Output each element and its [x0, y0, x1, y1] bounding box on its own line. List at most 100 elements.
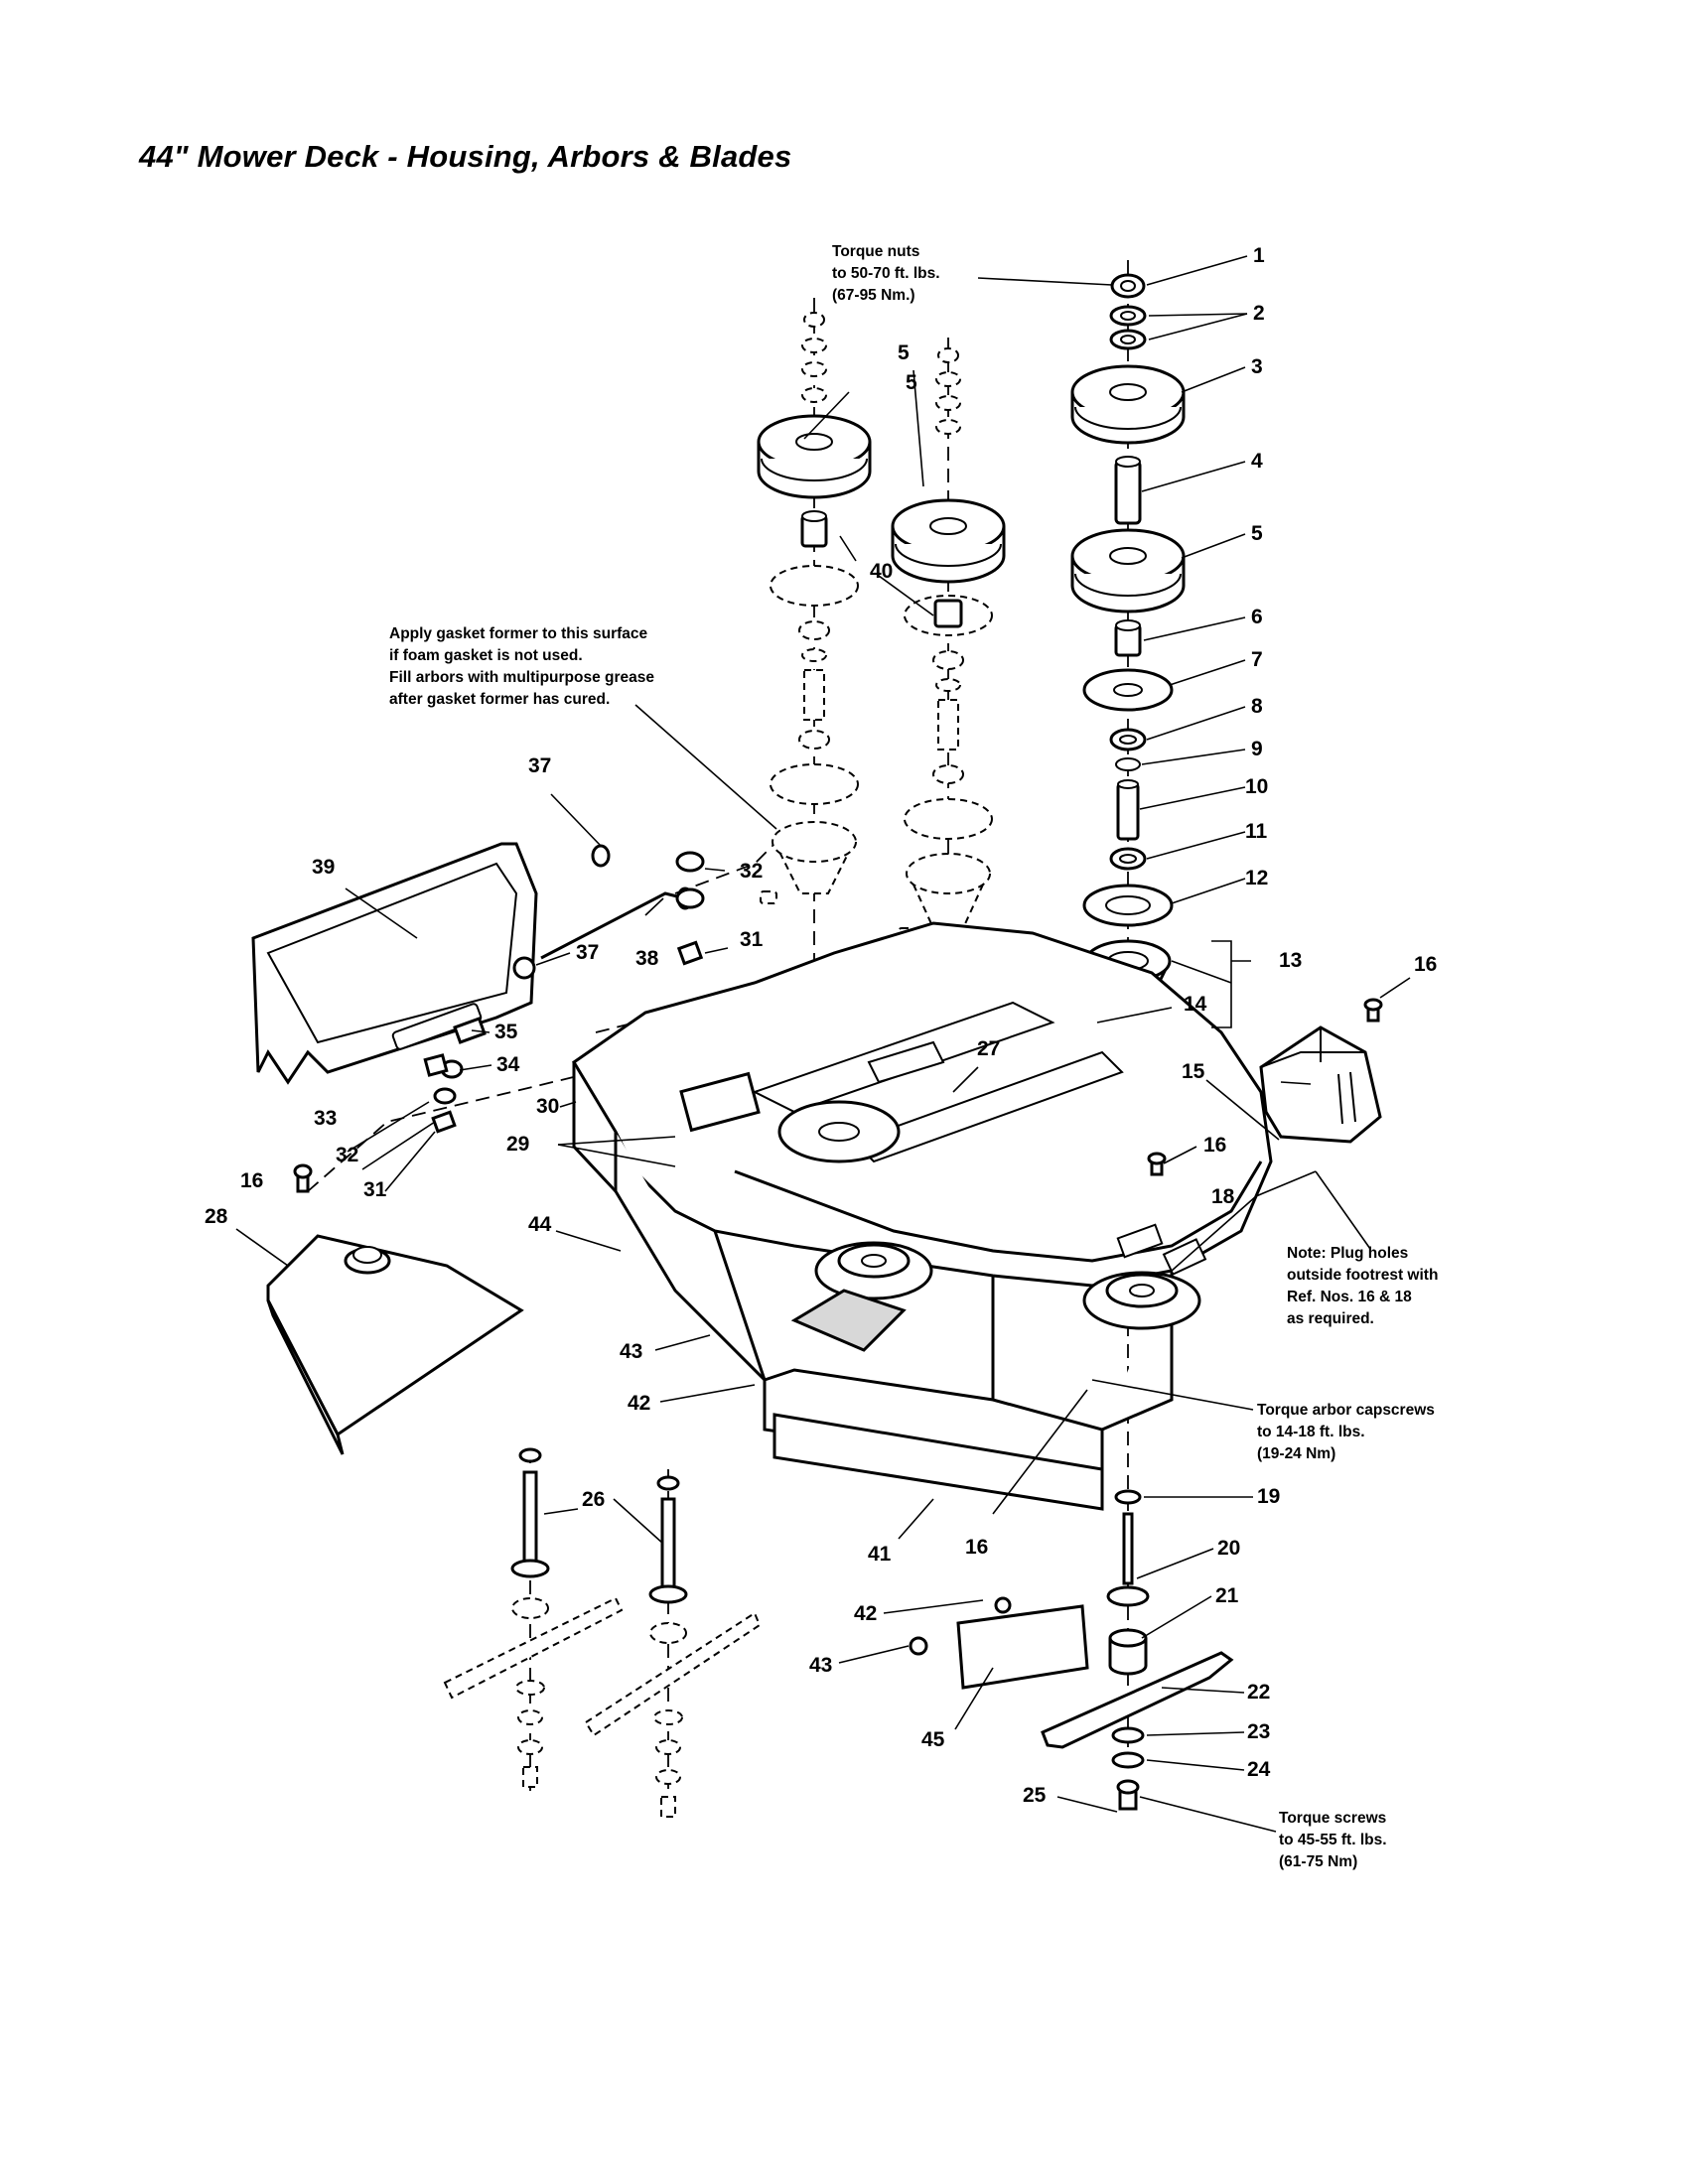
callout-5: 5 [1251, 522, 1263, 545]
gasket [1082, 884, 1174, 927]
pulley-center [891, 498, 1006, 584]
svg-text:Apply gasket former to this su: Apply gasket former to this surface [389, 625, 648, 642]
callout-37: 37 [576, 941, 599, 964]
note-torque-arbor: Torque arbor capscrews to 14-18 ft. lbs.… [1257, 1402, 1435, 1462]
mower-deck-housing [571, 921, 1273, 1481]
callout-27: 27 [977, 1037, 1000, 1060]
callout-44: 44 [528, 1213, 552, 1236]
belt-cover [251, 842, 538, 1085]
callout-12: 12 [1245, 867, 1268, 889]
callout-16: 16 [240, 1169, 263, 1192]
callout-9: 9 [1251, 738, 1263, 760]
spacer [1114, 456, 1142, 525]
callout-5: 5 [906, 371, 917, 394]
svg-text:to 50-70 ft. lbs.: to 50-70 ft. lbs. [832, 265, 940, 282]
svg-text:(61-75 Nm): (61-75 Nm) [1279, 1853, 1357, 1870]
callout-21: 21 [1215, 1584, 1239, 1607]
callout-11: 11 [1245, 820, 1268, 843]
note-torque-screws: Torque screws to 45-55 ft. lbs. (61-75 N… [1279, 1810, 1387, 1870]
callout-13: 13 [1279, 949, 1302, 972]
svg-text:Fill arbors with multipurpose: Fill arbors with multipurpose grease [389, 669, 654, 686]
bearing-upper [1109, 728, 1147, 751]
callout-14: 14 [1184, 993, 1207, 1016]
callout-1: 1 [1253, 244, 1265, 267]
callout-7: 7 [1251, 648, 1263, 671]
washers [1109, 305, 1147, 350]
svg-text:outside footrest with: outside footrest with [1287, 1267, 1438, 1284]
svg-text:Torque arbor capscrews: Torque arbor capscrews [1257, 1402, 1435, 1419]
callout-16: 16 [1414, 953, 1437, 976]
pulley-lower [1070, 528, 1186, 614]
note-plug-holes: Note: Plug holes outside footrest with R… [1287, 1245, 1438, 1327]
callout-33: 33 [314, 1107, 337, 1130]
left-spindle-stack [757, 312, 872, 904]
callout-35: 35 [494, 1021, 518, 1043]
svg-text:if foam gasket is not used.: if foam gasket is not used. [389, 647, 583, 664]
callout-31: 31 [740, 928, 764, 951]
callout-32: 32 [740, 860, 763, 883]
hex-nut [1110, 273, 1146, 299]
callout-26: 26 [582, 1488, 605, 1511]
callout-10: 10 [1245, 775, 1268, 798]
svg-text:(19-24 Nm): (19-24 Nm) [1257, 1445, 1335, 1462]
left-shield [266, 1234, 524, 1455]
callout-38: 38 [635, 947, 659, 970]
callout-43: 43 [620, 1340, 642, 1363]
callout-42: 42 [628, 1392, 650, 1415]
callout-5: 5 [898, 341, 910, 364]
svg-text:Torque nuts: Torque nuts [832, 243, 919, 260]
hub [1114, 619, 1142, 657]
svg-text:after gasket former has cured.: after gasket former has cured. [389, 691, 610, 708]
callout-39: 39 [312, 856, 335, 879]
callout-19: 19 [1257, 1485, 1280, 1508]
callout-6: 6 [1251, 606, 1263, 628]
callout-15: 15 [1182, 1060, 1205, 1083]
callout-23: 23 [1247, 1720, 1270, 1743]
callout-34: 34 [496, 1053, 520, 1076]
housing-top [1082, 668, 1174, 712]
callout-28: 28 [205, 1205, 228, 1228]
note-gasket: Apply gasket former to this surface if f… [389, 625, 654, 708]
callout-42: 42 [854, 1602, 877, 1625]
callout-16: 16 [1203, 1134, 1226, 1157]
leader-lines [235, 255, 1411, 1833]
svg-text:Note: Plug holes: Note: Plug holes [1287, 1245, 1408, 1262]
callout-43: 43 [809, 1654, 832, 1677]
callout-18: 18 [1211, 1185, 1235, 1208]
pulley-top [1070, 364, 1186, 445]
callout-24: 24 [1247, 1758, 1271, 1781]
callout-numbers: 1 2 3 4 5 5 5 6 7 8 9 10 11 12 13 14 15 … [205, 244, 1437, 1807]
right-shield [1147, 998, 1383, 1176]
callout-16: 16 [965, 1536, 988, 1559]
belt-cover-rod [540, 887, 694, 960]
callout-32: 32 [336, 1144, 358, 1166]
deflector-bar [772, 1413, 1104, 1511]
callout-45: 45 [921, 1728, 945, 1751]
callout-2: 2 [1253, 302, 1265, 325]
callout-4: 4 [1251, 450, 1263, 473]
spindle-spacer [1116, 779, 1140, 841]
seal-upper [1115, 757, 1141, 771]
callout-37: 37 [528, 754, 551, 777]
callout-41: 41 [868, 1543, 892, 1566]
deflector-clip [909, 1596, 1089, 1690]
callout-3: 3 [1251, 355, 1263, 378]
pulley-left [757, 414, 872, 499]
note-torque-nuts: Torque nuts to 50-70 ft. lbs. (67-95 Nm.… [832, 243, 940, 304]
svg-text:to 14-18 ft. lbs.: to 14-18 ft. lbs. [1257, 1424, 1365, 1440]
svg-text:as required.: as required. [1287, 1310, 1374, 1327]
right-spindle-stack [1070, 273, 1186, 1026]
callout-31: 31 [363, 1178, 387, 1201]
svg-text:(67-95 Nm.): (67-95 Nm.) [832, 287, 915, 304]
page-title: 44" Mower Deck - Housing, Arbors & Blade… [139, 139, 792, 174]
svg-text:Ref. Nos. 16 & 18: Ref. Nos. 16 & 18 [1287, 1289, 1412, 1305]
callout-25: 25 [1023, 1784, 1047, 1807]
callout-22: 22 [1247, 1681, 1270, 1704]
right-blade-assembly [1041, 1489, 1234, 1811]
callout-30: 30 [536, 1095, 559, 1118]
bearing-lower [1109, 847, 1147, 871]
svg-text:Torque screws: Torque screws [1279, 1810, 1386, 1827]
callout-40: 40 [870, 560, 893, 583]
svg-text:to 45-55 ft. lbs.: to 45-55 ft. lbs. [1279, 1832, 1387, 1848]
